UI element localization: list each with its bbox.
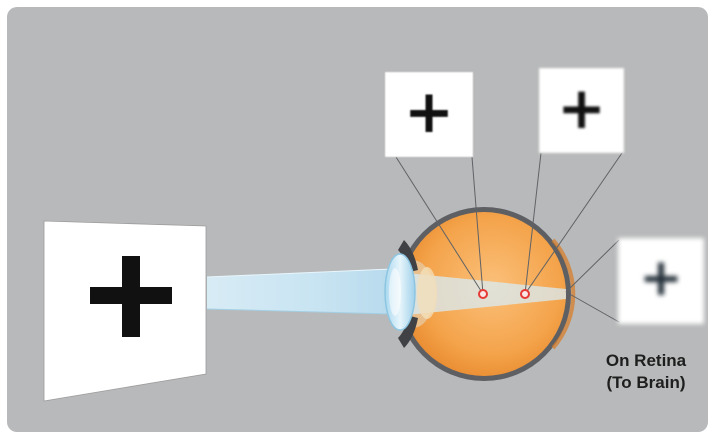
caption-line-2: (To Brain) bbox=[606, 373, 686, 392]
guide-lines bbox=[395, 152, 623, 323]
retina-plus-icon-1: + bbox=[403, 76, 455, 147]
retina-plus-icon-3: + bbox=[639, 248, 683, 308]
retina-image-card-2: + bbox=[539, 68, 624, 153]
caption-line-1: On Retina bbox=[605, 351, 687, 370]
retina-image-card-1: + bbox=[385, 72, 473, 157]
beam-edge-bottom bbox=[206, 308, 393, 315]
focus-point-1 bbox=[478, 289, 488, 299]
beam-edge-top bbox=[206, 268, 393, 278]
eye-lens-inner bbox=[417, 267, 437, 319]
retina-image-card-3: + bbox=[618, 238, 704, 324]
retina-caption: On Retina (To Brain) bbox=[576, 350, 715, 394]
object-plus-icon bbox=[90, 256, 172, 337]
focus-point-2 bbox=[520, 289, 530, 299]
light-beam bbox=[207, 269, 392, 314]
retina-plus-icon-2: + bbox=[557, 73, 606, 142]
